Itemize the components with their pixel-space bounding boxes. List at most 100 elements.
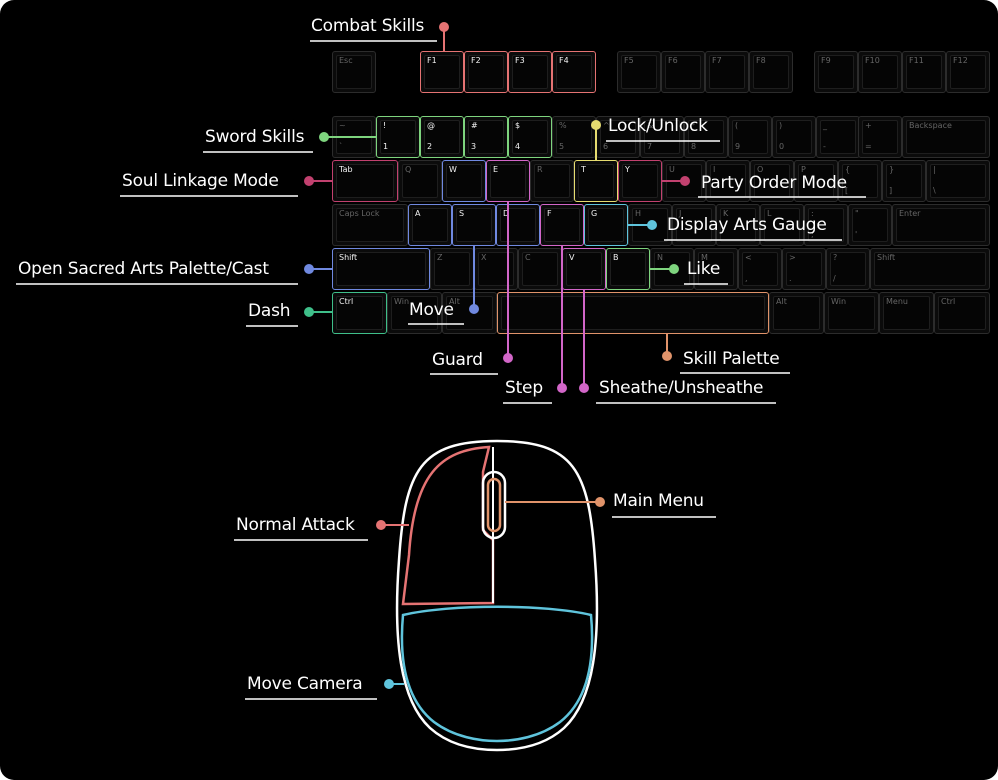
key-lshift: Shift	[332, 248, 430, 290]
key-f: F	[540, 204, 584, 246]
label-open-sacred: Open Sacred Arts Palette/Cast	[18, 259, 269, 279]
key-l: L	[760, 204, 804, 246]
label-soul-linkage: Soul Linkage Mode	[122, 171, 279, 191]
mouse-outline	[395, 439, 599, 752]
key-quote: "'	[848, 204, 892, 246]
label-move-camera: Move Camera	[247, 674, 363, 694]
key-5: %5	[552, 116, 596, 158]
label-step: Step	[505, 378, 543, 398]
key-capslock: Caps Lock	[332, 204, 408, 246]
move-camera-leader	[245, 679, 404, 700]
key-f6: F6	[661, 51, 705, 93]
key-minus: _-	[816, 116, 860, 158]
label-party-order: Party Order Mode	[701, 173, 847, 193]
combat-skills-leader	[310, 22, 449, 51]
open-sacred-arts-leader	[16, 264, 333, 285]
key-semicolon: :;	[804, 204, 848, 246]
key-v: V	[562, 248, 606, 290]
key-7: &7	[640, 116, 684, 158]
key-0: )0	[772, 116, 816, 158]
key-q: Q	[398, 160, 442, 202]
key-rbracket: }]	[882, 160, 926, 202]
dash-leader	[246, 307, 333, 327]
key-g: G	[584, 204, 628, 246]
key-tab: Tab	[332, 160, 398, 202]
key-f11: F11	[902, 51, 946, 93]
key-y: Y	[618, 160, 662, 202]
label-lock-unlock: Lock/Unlock	[608, 116, 708, 136]
key-p: P	[794, 160, 838, 202]
key-slash: ?/	[826, 248, 870, 290]
key-f9: F9	[814, 51, 858, 93]
label-display-arts: Display Arts Gauge	[667, 215, 827, 235]
key-s: S	[452, 204, 496, 246]
key-8: *8	[684, 116, 728, 158]
key-period: >.	[782, 248, 826, 290]
key-lctrl: Ctrl	[332, 292, 387, 334]
skill-palette-leader	[662, 334, 790, 374]
key-i: I	[706, 160, 750, 202]
key-f2: F2	[464, 51, 508, 93]
label-sword-skills: Sword Skills	[205, 127, 305, 147]
key-ralt: Alt	[769, 292, 824, 334]
display-arts-leader	[628, 220, 842, 241]
move-camera-area	[400, 605, 594, 743]
normal-attack-leader	[234, 520, 409, 541]
label-combat-skills: Combat Skills	[311, 16, 425, 36]
key-j: J	[672, 204, 716, 246]
key-rshift: Shift	[870, 248, 990, 290]
key-6: ^6	[596, 116, 640, 158]
label-main-menu: Main Menu	[613, 491, 704, 511]
key-space	[497, 292, 769, 334]
soul-linkage-leader	[120, 176, 333, 197]
key-4: $4	[508, 116, 552, 158]
key-equal: +=	[858, 116, 902, 158]
key-r: R	[530, 160, 574, 202]
label-normal-attack: Normal Attack	[236, 515, 355, 535]
label-guard: Guard	[432, 350, 483, 370]
key-backspace: Backspace	[902, 116, 990, 158]
key-backslash: |\	[926, 160, 990, 202]
step-leader	[503, 246, 567, 404]
key-3: #3	[464, 116, 508, 158]
key-f3: F3	[508, 51, 552, 93]
key-f7: F7	[705, 51, 749, 93]
like-leader	[650, 264, 728, 285]
key-9: (9	[728, 116, 772, 158]
party-order-leader	[662, 176, 866, 198]
scroll-wheel-inner	[486, 477, 502, 533]
key-a: A	[408, 204, 452, 246]
key-menu: Menu	[879, 292, 934, 334]
key-m: M	[694, 248, 738, 290]
key-c: C	[518, 248, 562, 290]
left-button-outline	[401, 445, 495, 606]
label-skill-palette: Skill Palette	[683, 349, 780, 369]
key-lbracket: {[	[838, 160, 882, 202]
scroll-wheel	[481, 470, 507, 540]
guard-leader	[430, 202, 513, 375]
key-rwin: Win	[824, 292, 879, 334]
key-esc: Esc	[332, 51, 376, 93]
move-leader	[408, 246, 479, 325]
key-b: B	[606, 248, 650, 290]
key-d: D	[496, 204, 540, 246]
key-t: T	[574, 160, 618, 202]
key-w: W	[442, 160, 486, 202]
key-f1: F1	[420, 51, 464, 93]
sheathe-leader	[579, 290, 776, 404]
key-e: E	[486, 160, 530, 202]
key-enter: Enter	[892, 204, 990, 246]
main-menu-leader	[505, 497, 716, 518]
key-f8: F8	[749, 51, 793, 93]
label-sheathe: Sheathe/Unsheathe	[599, 378, 764, 398]
key-comma: <,	[738, 248, 782, 290]
key-rctrl: Ctrl	[934, 292, 990, 334]
key-2: @2	[420, 116, 464, 158]
key-f4: F4	[552, 51, 596, 93]
key-1: !1	[376, 116, 420, 158]
key-k: K	[716, 204, 760, 246]
key-f5: F5	[617, 51, 661, 93]
label-like: Like	[687, 259, 721, 279]
